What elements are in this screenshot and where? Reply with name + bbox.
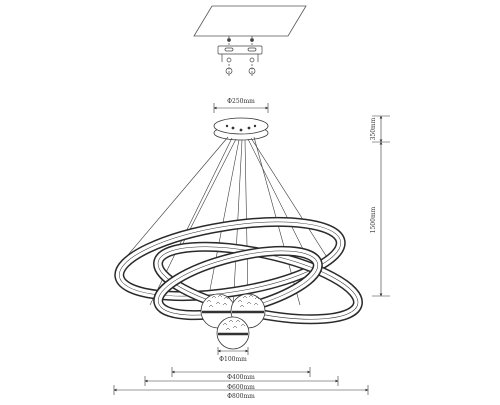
ring-small-label: Φ400mm (227, 374, 255, 381)
crystal-ball-bottom (216, 316, 250, 350)
screw-anchor-right (248, 67, 256, 75)
vertical-height-dimension (372, 115, 390, 297)
ring-medium-dimension (144, 376, 339, 386)
ring-small-dimension (171, 367, 311, 377)
ring-medium-label: Φ600mm (227, 384, 255, 391)
canopy-diameter-label: Φ250mm (227, 98, 255, 105)
ball-diameter-label: Φ100mm (219, 356, 247, 363)
screw-anchor-left (225, 67, 233, 75)
canopy-height-label: 350mm (370, 117, 377, 140)
canopy (213, 117, 269, 141)
canopy-diameter-dimension (213, 103, 269, 113)
ceiling-plate (193, 5, 307, 37)
mounting-bracket (217, 45, 263, 55)
drop-height-label: 1500mm (370, 206, 377, 233)
mounting-hardware (217, 36, 263, 76)
ring-large-label: Φ800mm (227, 393, 255, 400)
ring-large (114, 216, 346, 302)
ring-large-dimension (113, 385, 369, 395)
ball-diameter-dimension (217, 347, 249, 355)
